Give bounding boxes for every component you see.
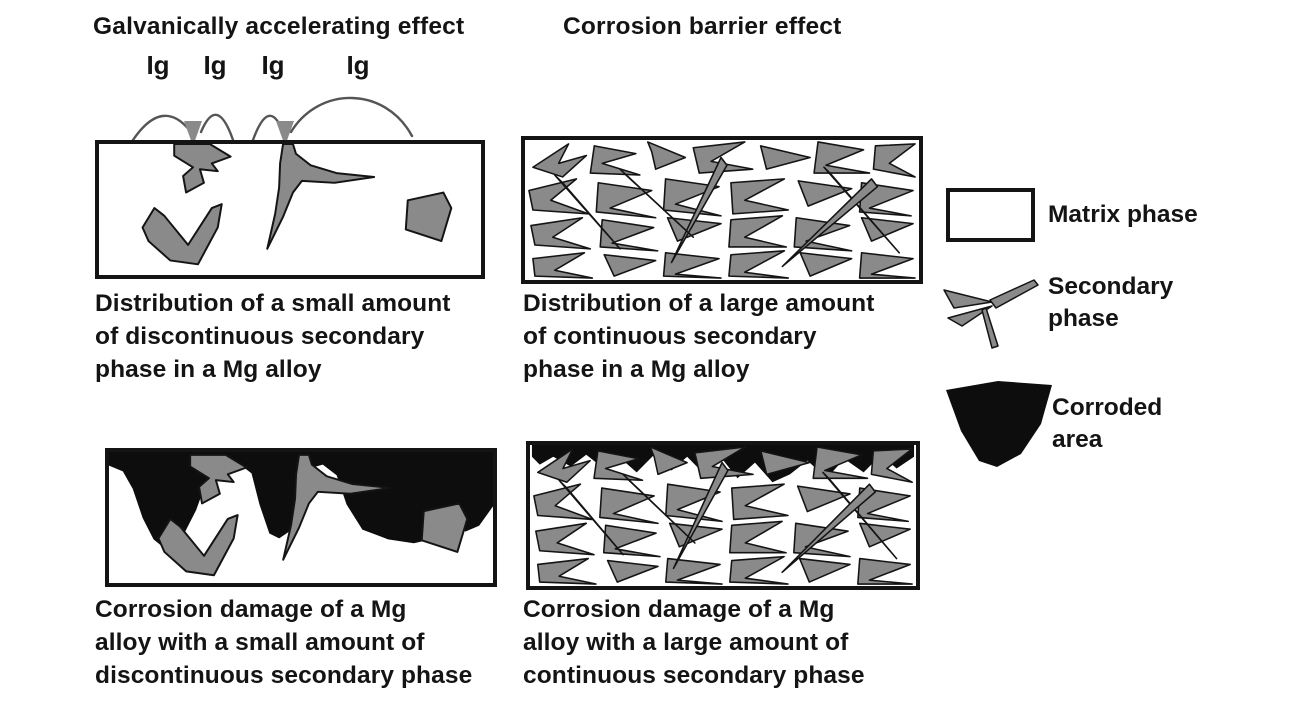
secondary-phase-network: [528, 141, 916, 279]
secondary-phase-particles: [141, 144, 453, 266]
caption-line: phase in a Mg alloy: [523, 356, 750, 383]
legend-line: phase: [1048, 305, 1119, 332]
current-label-ig-3: Ig: [261, 50, 285, 80]
legend-label-corroded: Corroded area: [1052, 392, 1162, 456]
caption-line: of continuous secondary: [523, 323, 817, 350]
panel-distribution-large: [521, 136, 923, 284]
caption-line: alloy with a small amount of: [95, 629, 425, 656]
corroded-area-swatch-icon: [946, 381, 1052, 467]
caption-line: of discontinuous secondary: [95, 323, 425, 350]
current-arc-4: [289, 96, 414, 138]
caption-line: Distribution of a small amount: [95, 290, 451, 317]
caption-line: Corrosion damage of a Mg: [95, 596, 407, 623]
caption-line: Corrosion damage of a Mg: [523, 596, 835, 623]
legend-line: area: [1052, 426, 1103, 453]
current-label-ig-4: Ig: [346, 50, 370, 80]
section-title-barrier: Corrosion barrier effect: [563, 13, 842, 40]
panel-damage-small-drawing: [109, 452, 493, 577]
caption-distribution-small: Distribution of a small amount of discon…: [95, 287, 451, 386]
caption-line: alloy with a large amount of: [523, 629, 849, 656]
panel-damage-large-drawing: [531, 445, 915, 585]
secondary-phase-swatch-icon: [943, 279, 1039, 349]
caption-damage-large: Corrosion damage of a Mg alloy with a la…: [523, 593, 865, 692]
legend-label-matrix: Matrix phase: [1048, 199, 1198, 231]
current-arc-2: [199, 113, 235, 142]
caption-line: Distribution of a large amount: [523, 290, 875, 317]
matrix-phase-swatch-icon: [946, 188, 1035, 242]
caption-damage-small: Corrosion damage of a Mg alloy with a sm…: [95, 593, 472, 692]
current-label-ig-2: Ig: [203, 50, 227, 80]
caption-line: continuous secondary phase: [523, 662, 865, 689]
caption-line: phase in a Mg alloy: [95, 356, 322, 383]
legend-line: Corroded: [1052, 394, 1163, 421]
galvanic-current-arrows: [131, 96, 414, 146]
current-arc-1: [131, 114, 193, 142]
current-label-ig-1: Ig: [146, 50, 170, 80]
down-arrow-icon: [184, 121, 202, 146]
legend-line: Secondary: [1048, 273, 1174, 300]
caption-line: discontinuous secondary phase: [95, 662, 473, 689]
caption-distribution-large: Distribution of a large amount of contin…: [523, 287, 874, 386]
section-title-galvanic: Galvanically accelerating effect: [93, 13, 465, 40]
panel-distribution-small-drawing: [141, 144, 453, 266]
panel-distribution-small: [95, 140, 485, 279]
secondary-phase-network: [533, 446, 913, 585]
legend-label-secondary: Secondary phase: [1048, 271, 1173, 335]
down-arrow-icon: [276, 121, 294, 146]
panel-damage-large: [526, 441, 920, 590]
panel-distribution-large-drawing: [528, 141, 916, 279]
panel-damage-small: [105, 448, 497, 587]
legend-line: Matrix phase: [1048, 201, 1198, 228]
